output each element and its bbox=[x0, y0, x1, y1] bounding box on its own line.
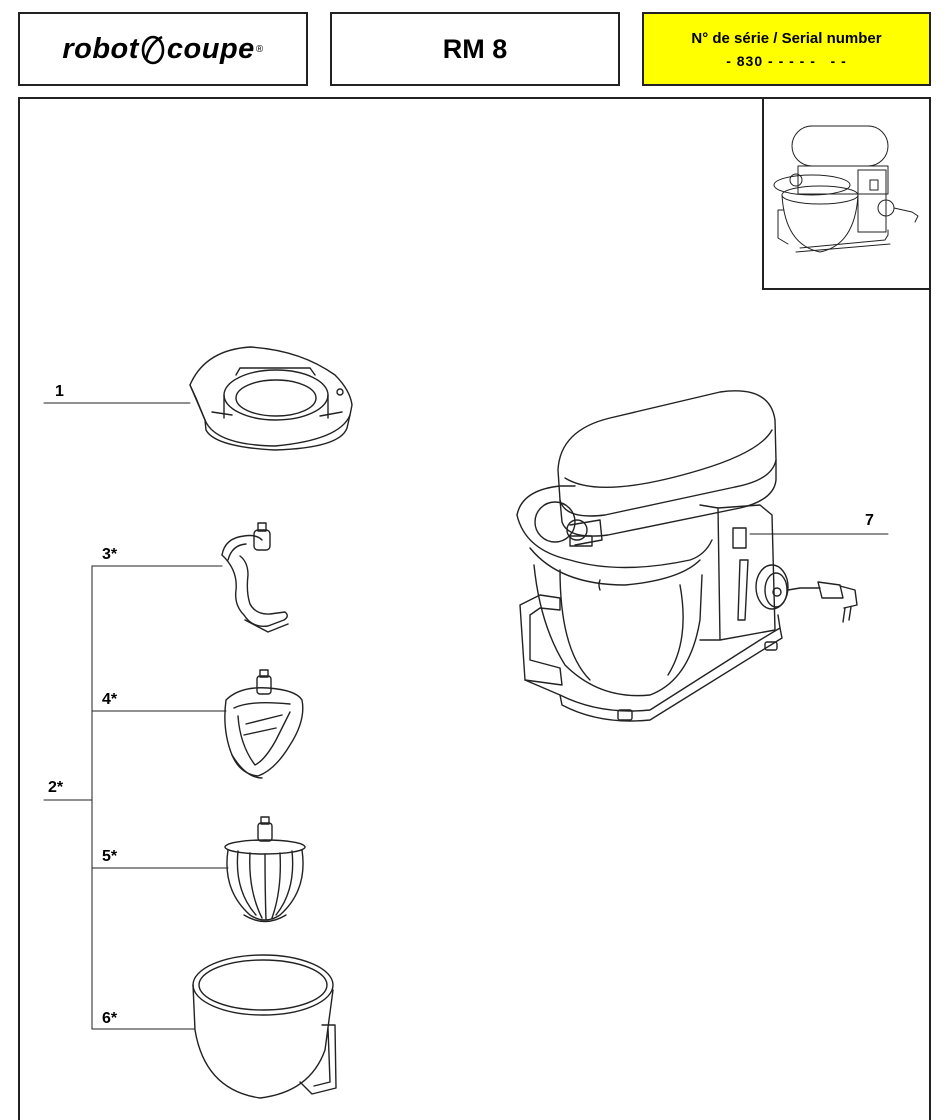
callout-3: 3* bbox=[102, 546, 118, 563]
inset-mixer-illustration bbox=[773, 125, 919, 253]
serial-number-box: N° de série / Serial number - 830 - - - … bbox=[642, 12, 931, 86]
callout-5: 5* bbox=[102, 848, 118, 865]
brand-name-part1: robot bbox=[62, 32, 139, 65]
serial-number-value: - 830 - - - - - - - bbox=[726, 53, 847, 69]
part-3-dough-hook bbox=[221, 522, 289, 633]
part-1-splash-guard bbox=[189, 346, 353, 451]
model-box: RM 8 bbox=[330, 12, 620, 86]
brand-emblem-icon bbox=[141, 35, 165, 65]
callout-4: 4* bbox=[102, 691, 118, 708]
callout-leaders bbox=[43, 402, 889, 1030]
registered-mark: ® bbox=[255, 43, 264, 55]
part-7-stand-mixer bbox=[516, 390, 858, 722]
callout-2: 2* bbox=[48, 779, 64, 796]
brand-logo: robot coupe ® bbox=[62, 32, 263, 66]
callout-7: 7 bbox=[865, 512, 874, 529]
model-name: RM 8 bbox=[442, 33, 508, 64]
part-5-whisk bbox=[224, 816, 306, 923]
part-4-flat-beater bbox=[224, 669, 304, 779]
callout-6: 6* bbox=[102, 1010, 118, 1027]
part-6-bowl bbox=[192, 954, 337, 1099]
brand-name-part2: coupe bbox=[166, 32, 255, 65]
serial-number-label: N° de série / Serial number bbox=[691, 30, 882, 47]
exploded-view-frame bbox=[18, 97, 931, 1120]
callout-1: 1 bbox=[55, 383, 64, 400]
brand-logo-box: robot coupe ® bbox=[18, 12, 308, 86]
